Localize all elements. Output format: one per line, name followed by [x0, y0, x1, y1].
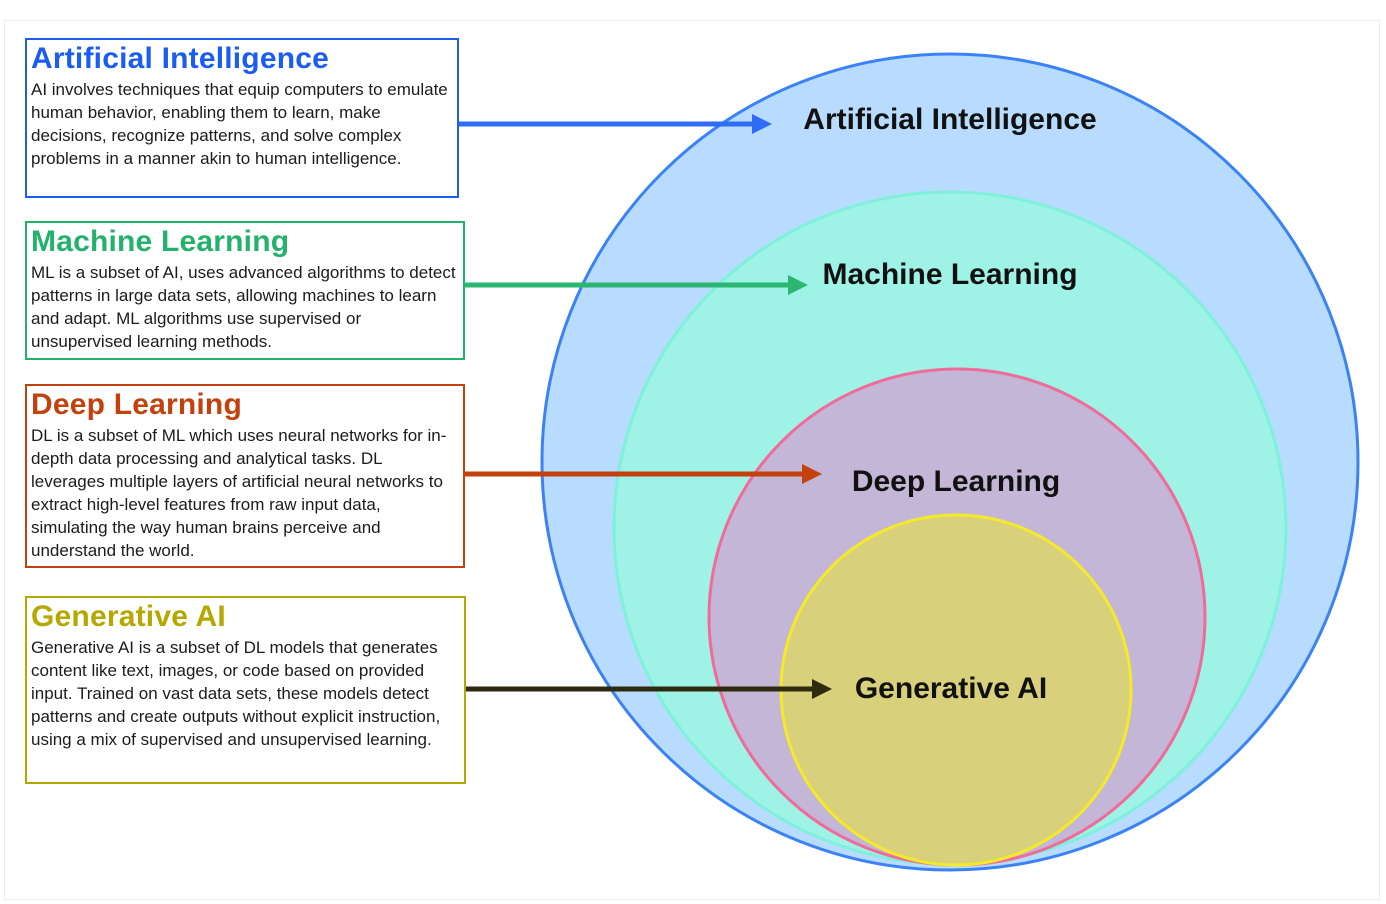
card-body-generative-ai: Generative AI is a subset of DL models t… [31, 638, 441, 749]
label-machine-learning: Machine Learning [822, 258, 1077, 291]
card-body-deep-learning: DL is a subset of ML which uses neural n… [31, 426, 447, 560]
diagram-frame [4, 20, 1380, 900]
label-artificial-intelligence: Artificial Intelligence [803, 103, 1096, 136]
arrow-gen [465, 679, 832, 699]
card-generative-ai: Generative AI Generative AI is a subset … [25, 596, 466, 784]
card-artificial-intelligence: Artificial Intelligence AI involves tech… [25, 38, 459, 198]
card-body-artificial-intelligence: AI involves techniques that equip comput… [31, 80, 448, 168]
card-title-generative-ai: Generative AI [31, 600, 226, 633]
card-title-machine-learning: Machine Learning [31, 225, 290, 258]
arrow-ml [465, 275, 808, 295]
arrow-ai [458, 114, 772, 134]
arrow-dl [464, 464, 822, 484]
label-deep-learning: Deep Learning [852, 465, 1060, 498]
card-deep-learning: Deep Learning DL is a subset of ML which… [25, 384, 465, 568]
card-title-deep-learning: Deep Learning [31, 388, 242, 421]
card-body-machine-learning: ML is a subset of AI, uses advanced algo… [31, 263, 456, 351]
card-machine-learning: Machine Learning ML is a subset of AI, u… [25, 221, 465, 360]
card-title-artificial-intelligence: Artificial Intelligence [31, 42, 330, 75]
label-generative-ai: Generative AI [855, 672, 1047, 705]
